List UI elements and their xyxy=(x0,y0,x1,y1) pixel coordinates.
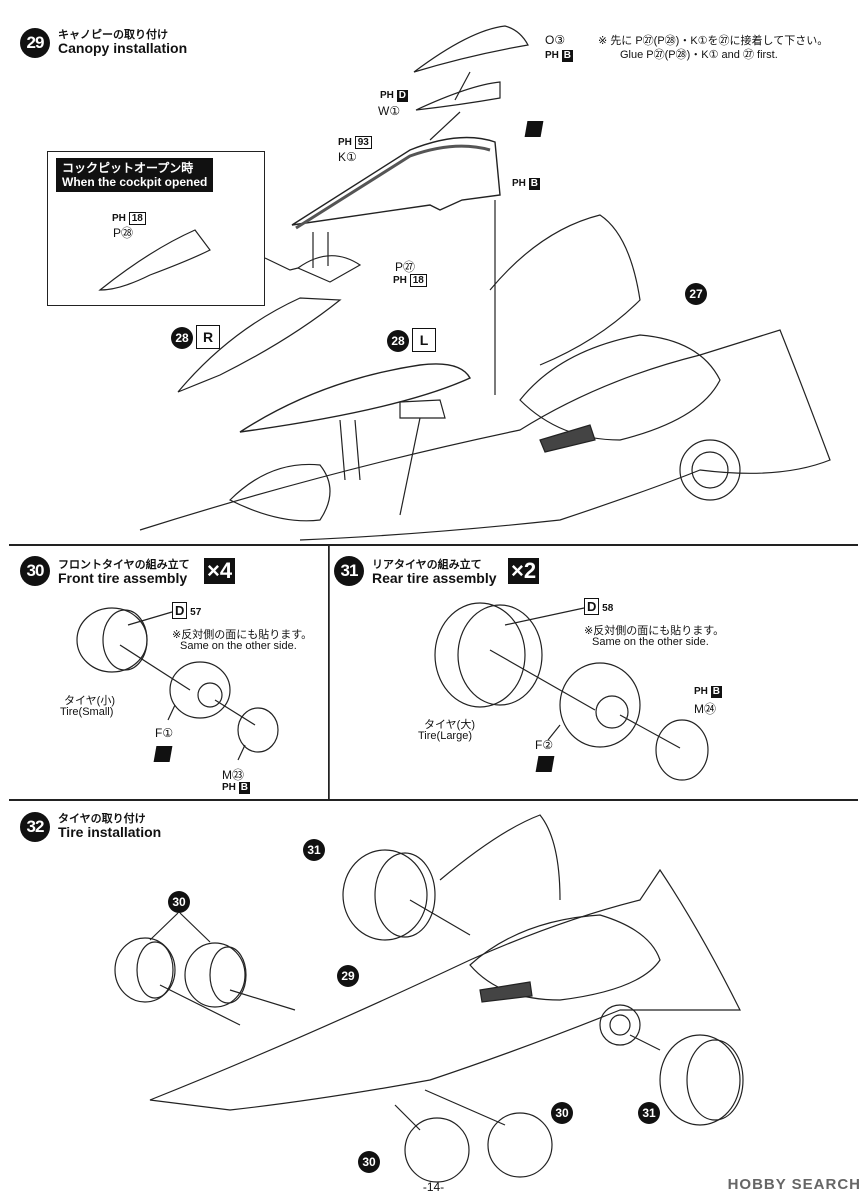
runner-box: B xyxy=(561,50,573,62)
runner-label-k1: PH 93 xyxy=(338,136,372,149)
ref-part-27: 27 xyxy=(685,283,707,305)
step-29-title-jp: キャノピーの取り付け xyxy=(58,29,168,41)
part-label-f1: F① xyxy=(155,726,174,740)
step-31-note-en: Same on the other side. xyxy=(592,636,709,648)
ref-part-28-left: 28 xyxy=(387,330,409,352)
decal-label-58: D 58 xyxy=(584,598,613,615)
step-31-number: 31 xyxy=(334,556,364,586)
decal-number: 57 xyxy=(190,607,202,618)
runner-box: B xyxy=(710,686,722,698)
ph-prefix: PH xyxy=(512,178,526,189)
decal-number: 58 xyxy=(602,603,614,614)
inset-title-jp: コックピットオープン時 xyxy=(62,161,194,175)
step-31-note-jp: ※反対側の面にも貼ります。 xyxy=(584,625,725,637)
step-29-note-jp: ※ 先に P㉗(P㉘)・K①を㉗に接着して下さい。 xyxy=(598,35,829,47)
runner-label-m24: PH B xyxy=(694,686,722,698)
step-30-note-jp: ※反対側の面にも貼ります。 xyxy=(172,629,313,641)
tire-small-jp: タイヤ(小) xyxy=(64,695,115,707)
step-30-number: 30 xyxy=(20,556,50,586)
runner-label-k-b: PH B xyxy=(512,178,540,190)
step-30-note-en: Same on the other side. xyxy=(180,640,297,652)
decal-runner-box: D xyxy=(584,598,600,615)
step-32-title-en: Tire installation xyxy=(58,824,162,840)
runner-label-m23: PH B xyxy=(222,782,250,794)
watermark-text: HOBBY SEARCH xyxy=(727,1176,861,1193)
runner-label-p28: PH 18 xyxy=(112,212,146,225)
runner-label-w1: PH D xyxy=(380,90,408,102)
part-label-o3: O③ xyxy=(545,33,566,47)
ph-number-box: 18 xyxy=(409,274,427,287)
step-29-note-en: Glue P㉗(P㉘)・K① and ㉗ first. xyxy=(620,49,778,61)
ref-part-28-right: 28 xyxy=(171,327,193,349)
part-label-w1: W① xyxy=(378,104,401,118)
cockpit-open-inset: コックピットオープン時 When the cockpit opened xyxy=(47,151,265,306)
ph-prefix: PH xyxy=(545,50,559,61)
step-30-multiplier: ×4 xyxy=(204,558,236,584)
part-label-m24: M㉔ xyxy=(694,702,716,716)
part-label-p28: P㉘ xyxy=(113,226,134,240)
step-32-title-jp: タイヤの取り付け xyxy=(58,813,146,825)
step-32-number: 32 xyxy=(20,812,50,842)
ph-prefix: PH xyxy=(380,90,394,101)
ref-part-30-right: 30 xyxy=(551,1102,573,1124)
part-label-m23: M㉓ xyxy=(222,768,244,782)
step-29-title-en: Canopy installation xyxy=(58,40,188,56)
page-number: -14- xyxy=(422,1180,445,1194)
ph-prefix: PH xyxy=(222,782,236,793)
runner-label-o3: PH B xyxy=(545,50,573,62)
ref-part-30-bottom: 30 xyxy=(358,1151,380,1173)
part-label-f2: F② xyxy=(535,738,554,752)
ref-part-31-bottom: 31 xyxy=(638,1102,660,1124)
ref-part-30-left: 30 xyxy=(168,891,190,913)
runner-box: B xyxy=(238,782,250,794)
part-label-p27: P㉗ xyxy=(395,260,416,274)
ref-part-31-top: 31 xyxy=(303,839,325,861)
runner-box: B xyxy=(528,178,540,190)
runner-box: D xyxy=(396,90,408,102)
side-right-box: R xyxy=(196,325,220,349)
runner-label-p27: PH 18 xyxy=(393,274,427,287)
inset-header: コックピットオープン時 When the cockpit opened xyxy=(56,158,214,192)
divider-horizontal-2 xyxy=(9,799,858,801)
part-label-k1: K① xyxy=(338,150,357,164)
step-31-title-en: Rear tire assembly xyxy=(372,570,497,586)
step-31-title-jp: リアタイヤの組み立て xyxy=(372,559,482,571)
ph-prefix: PH xyxy=(694,686,708,697)
inset-title-en: When the cockpit opened xyxy=(62,175,208,189)
step-30-title-en: Front tire assembly xyxy=(58,570,188,586)
ph-prefix: PH xyxy=(112,213,126,224)
divider-horizontal-1 xyxy=(9,544,858,546)
step-29-number: 29 xyxy=(20,28,50,58)
ph-prefix: PH xyxy=(393,275,407,286)
tire-large-en: Tire(Large) xyxy=(418,730,472,742)
step-31-multiplier: ×2 xyxy=(508,558,540,584)
side-left-box: L xyxy=(412,328,436,352)
tire-large-jp: タイヤ(大) xyxy=(424,719,475,731)
decal-runner-box: D xyxy=(172,602,188,619)
ph-prefix: PH xyxy=(338,137,352,148)
ph-number-box: 93 xyxy=(354,136,372,149)
tire-small-en: Tire(Small) xyxy=(60,706,114,718)
step-30-title-jp: フロントタイヤの組み立て xyxy=(58,559,190,571)
ref-part-29: 29 xyxy=(337,965,359,987)
ph-number-box: 18 xyxy=(128,212,146,225)
decal-label-57: D 57 xyxy=(172,602,201,619)
